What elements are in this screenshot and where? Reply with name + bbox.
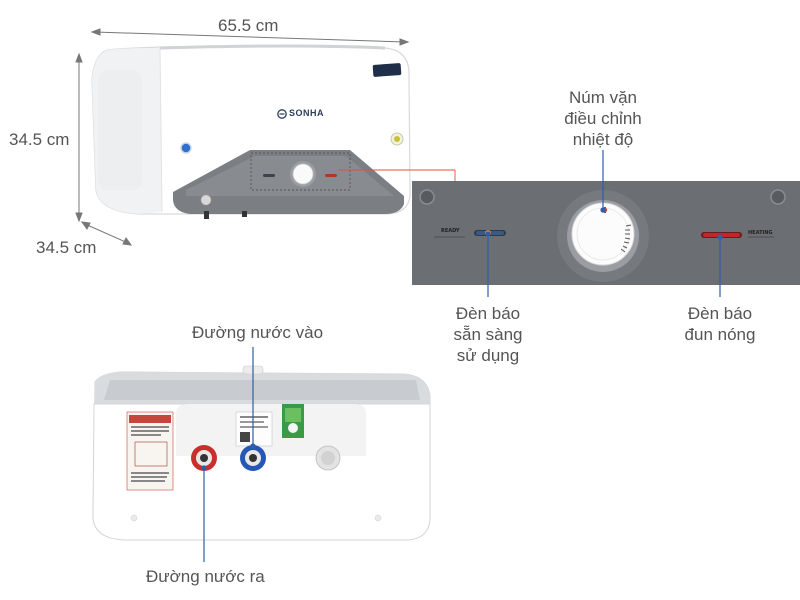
- knob-label: Núm vặn điều chỉnh nhiệt độ: [548, 87, 658, 150]
- ready-panel-text: READY: [441, 228, 460, 234]
- knob-label-line-3: nhiệt độ: [572, 130, 634, 149]
- outlet-pointer-line: [201, 465, 207, 562]
- inlet-label: Đường nước vào: [192, 323, 324, 342]
- inlet-pointer-line: [250, 347, 256, 449]
- knob-label-line-2: điều chỉnh: [564, 109, 642, 128]
- height-dimension-arrow: [75, 52, 83, 223]
- ready-label-line-1: Đèn báo: [455, 304, 521, 323]
- water-heater-front: [91, 44, 411, 219]
- heating-light-label: Đèn báo đun nóng: [668, 303, 772, 345]
- zoom-connector-lines: [250, 152, 456, 191]
- anode-port-icon: [315, 445, 341, 471]
- ready-label-line-3: sử dụng: [456, 346, 520, 365]
- water-heater-bottom-view: [92, 365, 431, 541]
- temperature-knob-icon: [571, 202, 635, 266]
- heating-label-line-2: đun nóng: [684, 325, 756, 344]
- inlet-pipe-icon: [240, 445, 266, 471]
- outlet-pipe-icon: [191, 445, 217, 471]
- heating-light-icon: [701, 232, 742, 238]
- brand-logo-text: SONHA: [289, 108, 325, 118]
- width-dimension-arrow: [90, 28, 410, 46]
- ready-light-label: Đèn báo sẵn sàng sử dụng: [434, 303, 542, 366]
- ready-light-icon: [474, 230, 506, 236]
- width-label: 65.5 cm: [218, 16, 279, 35]
- depth-dimension-arrow: [80, 221, 133, 246]
- outlet-label: Đường nước ra: [146, 567, 265, 586]
- ready-label-line-2: sẵn sàng: [453, 325, 523, 344]
- control-panel-drawing: READY HEATING: [419, 189, 786, 282]
- height-label: 34.5 cm: [9, 130, 70, 149]
- heating-panel-text: HEATING: [748, 230, 773, 236]
- heating-label-line-1: Đèn báo: [687, 304, 753, 323]
- control-panel-closeup: READY HEATING: [412, 181, 800, 285]
- depth-label: 34.5 cm: [36, 238, 97, 257]
- sonha-logo-icon: [277, 109, 287, 119]
- knob-label-line-1: Núm vặn: [568, 88, 638, 107]
